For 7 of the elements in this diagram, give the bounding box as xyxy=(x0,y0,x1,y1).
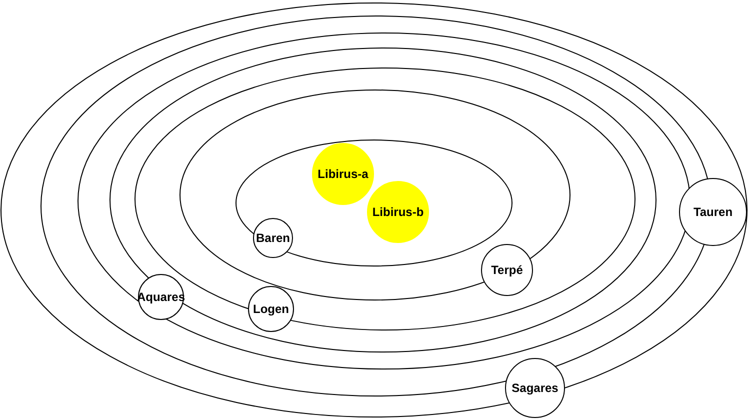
star-circle: Libirus-a xyxy=(312,143,374,205)
planet-circle: Terpé xyxy=(481,244,533,296)
planet-circle: Baren xyxy=(253,218,293,258)
planet-circle: Sagares xyxy=(505,358,565,418)
planet-circle: Logen xyxy=(248,286,294,332)
planet-circle: Tauren xyxy=(679,178,747,246)
star-circle: Libirus-b xyxy=(367,181,429,243)
